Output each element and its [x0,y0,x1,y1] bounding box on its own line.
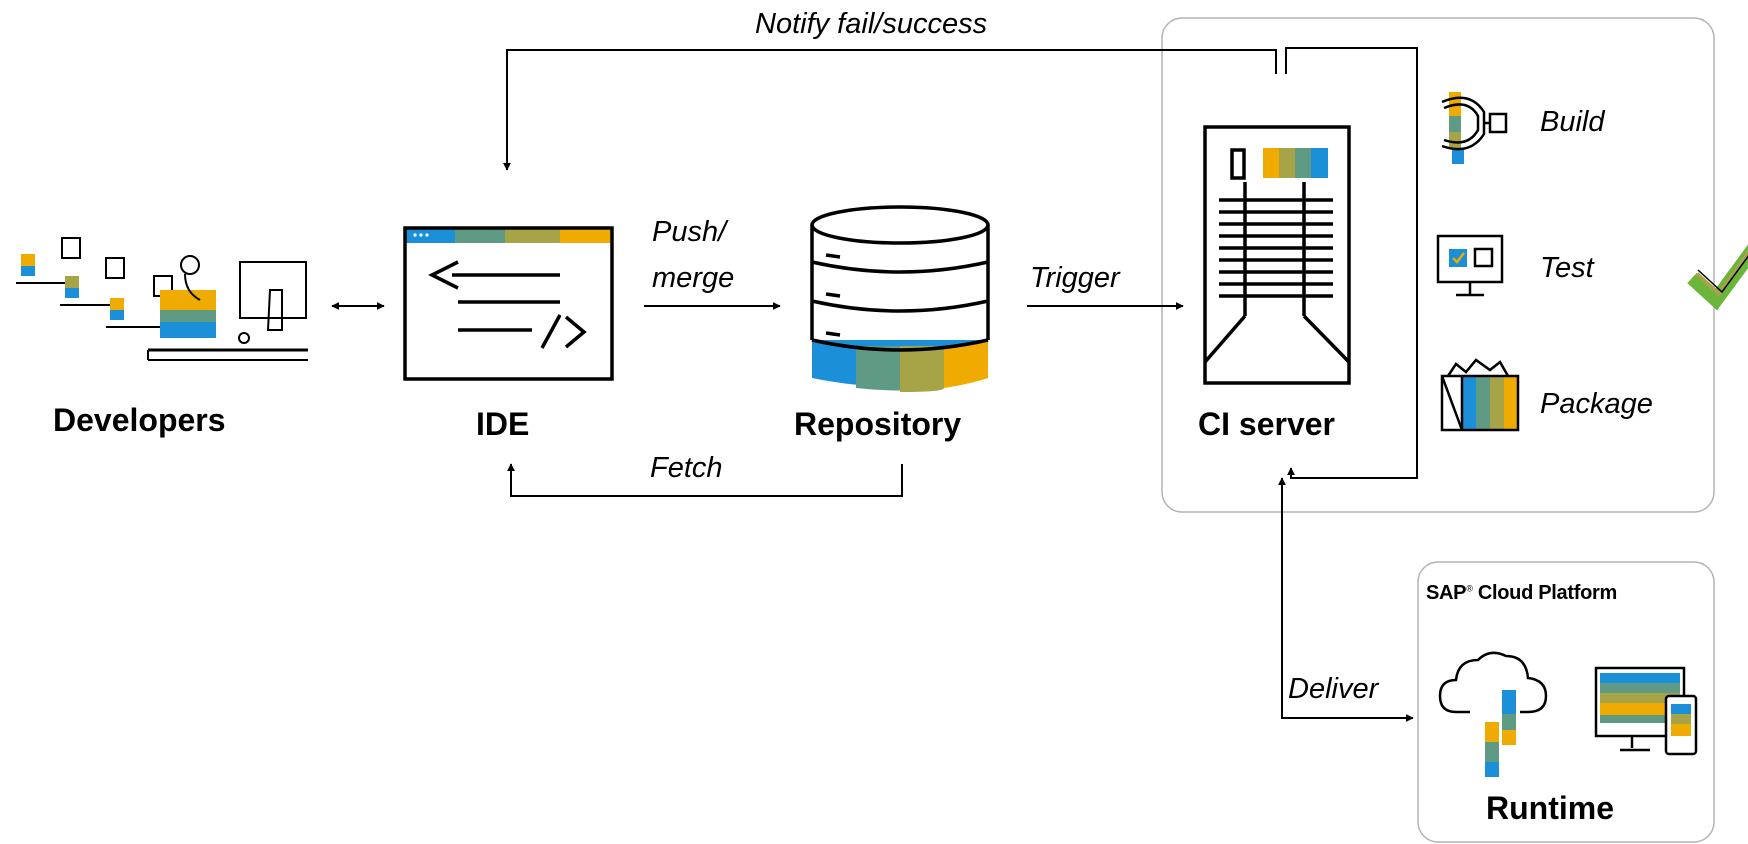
push-label: Push/ [652,216,727,248]
deliver-label: Deliver [1288,673,1379,705]
runtime-group-box [1417,561,1715,843]
ci-server-label: CI server [1198,406,1335,442]
runtime-label: Runtime [1486,790,1614,826]
package-box-icon [1440,358,1520,432]
monitor-checklist-icon [1436,234,1504,297]
merge-label: merge [652,262,735,294]
deliver-arrow [1278,477,1414,722]
server-tower-icon [1203,125,1351,385]
platform-product-text: Cloud Platform [1477,582,1617,604]
ide-label: IDE [476,406,530,442]
notify-arrow [503,49,1277,171]
trigger-label: Trigger [1030,262,1120,294]
build-label: Build [1540,106,1605,138]
test-label: Test [1540,252,1594,284]
fetch-arrow [507,463,903,497]
ci-group-box [1161,17,1715,513]
developers-label: Developers [53,402,226,438]
fetch-label: Fetch [650,452,723,484]
notify-label: Notify fail/success [755,8,988,40]
repository-label: Repository [794,406,962,442]
registered-mark: ® [1466,583,1473,594]
wrench-icon [1441,92,1508,164]
package-label: Package [1540,388,1653,420]
checkmark-icon [1687,244,1748,311]
ci-loop-arrow [1285,47,1418,479]
cloud-icon [1438,651,1548,777]
database-icon [810,205,990,392]
desktop-mobile-icon [1594,666,1698,756]
developers-workstation-icon [16,237,308,361]
code-editor-icon [403,226,614,381]
sap-cloud-platform-brand: SAP® Cloud Platform [1426,582,1617,605]
sap-brand-text: SAP [1426,582,1467,604]
